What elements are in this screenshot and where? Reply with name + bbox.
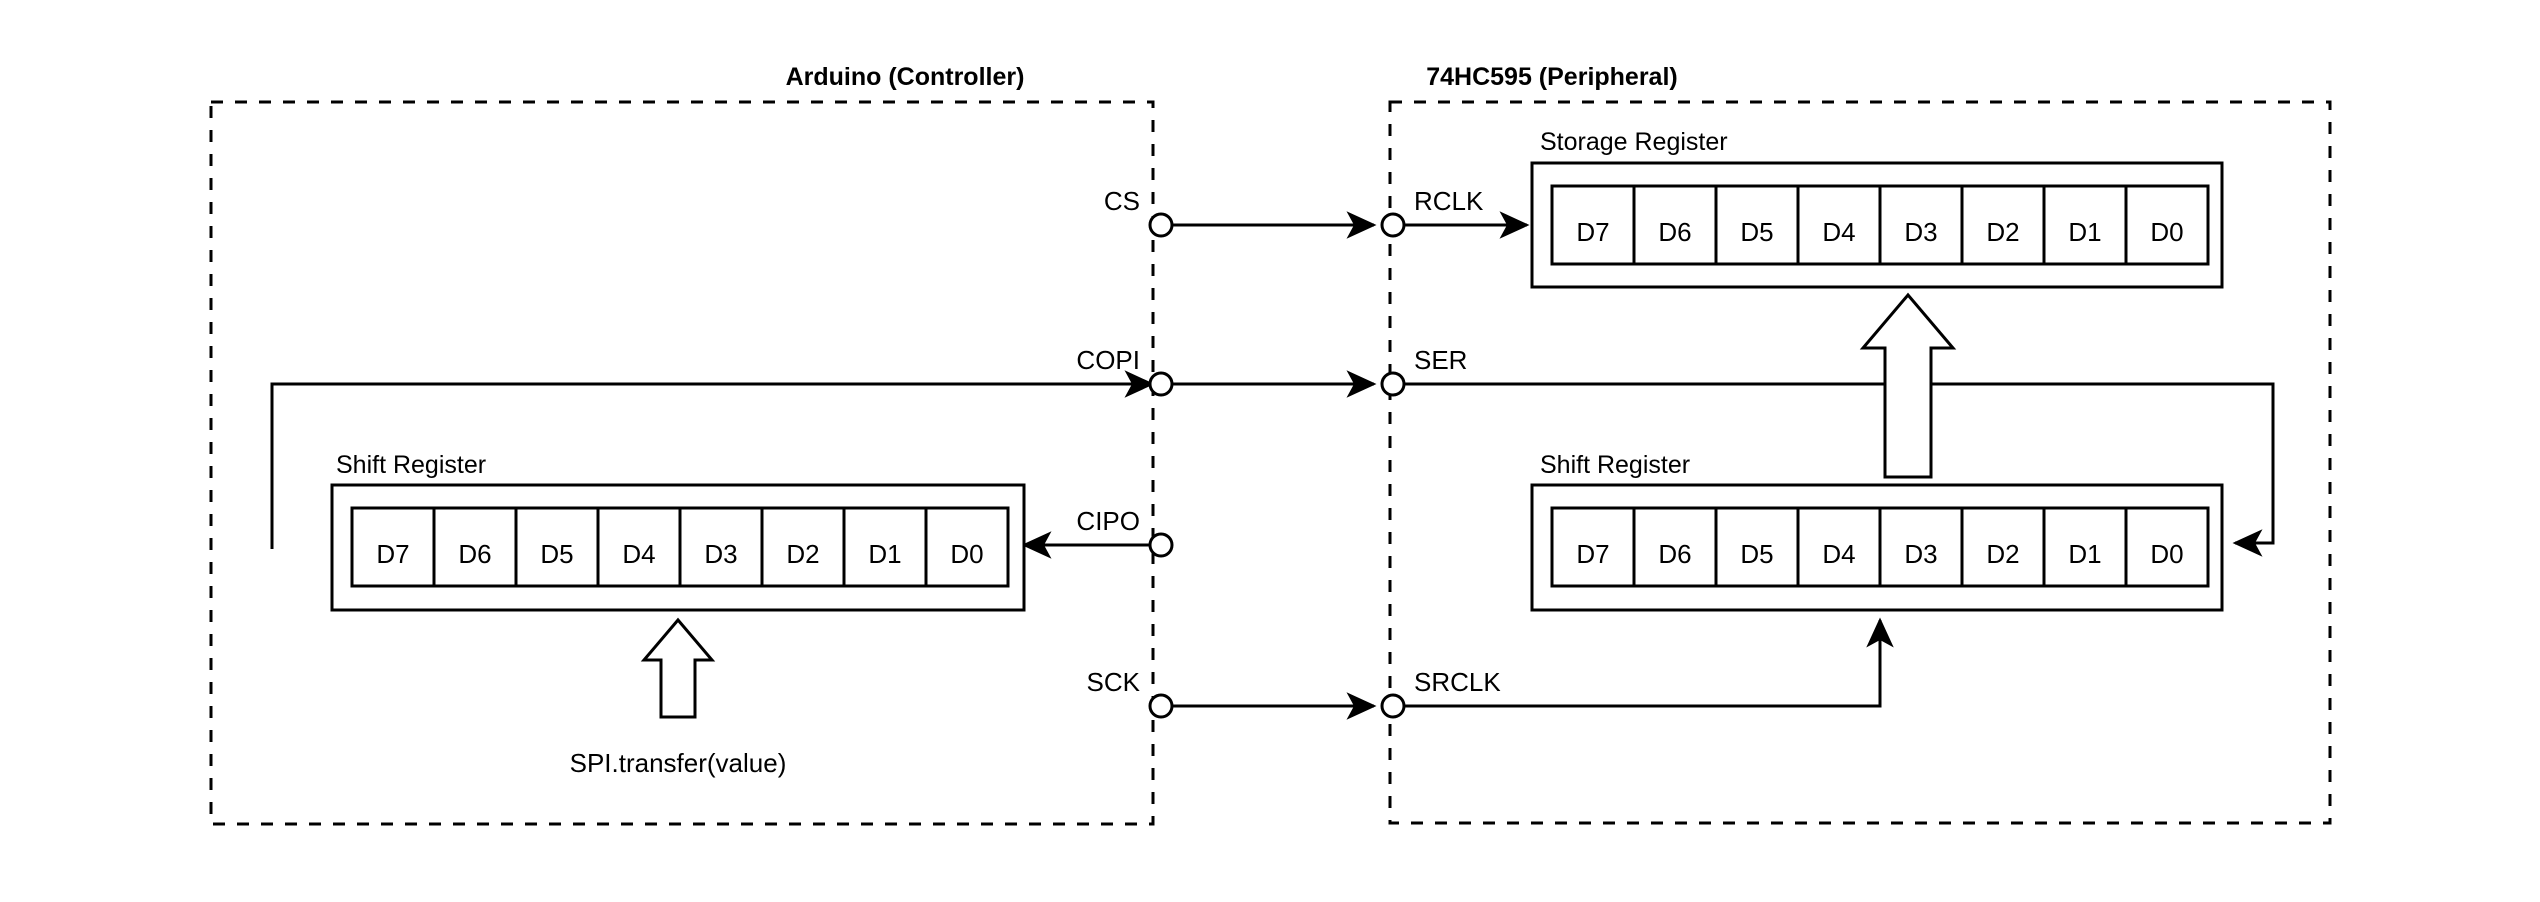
storage-cell-label-7: D0 [2150,217,2183,247]
controller-cell-1 [432,506,518,588]
port-srclk[interactable]: SRCLK [1380,667,1501,719]
peripheral-shift-register: Shift Register D7 D6 D5 D4 D3 D2 D1 D0 [1530,451,2224,612]
controller-cell-3 [596,506,682,588]
peripheral-cell-label-5: D2 [1986,539,2019,569]
port-cipo[interactable]: CIPO [1076,506,1174,558]
controller-shift-register-cells: D7 D6 D5 D4 D3 D2 D1 D0 [350,506,1010,588]
storage-cell-label-1: D6 [1658,217,1691,247]
latch-block-arrow [1859,292,1957,479]
controller-cell-label-1: D6 [458,539,491,569]
peripheral-cell-label-6: D1 [2068,539,2101,569]
peripheral-cell-label-0: D7 [1576,539,1609,569]
controller-group: Arduino (Controller) [209,63,1155,826]
storage-cell-label-3: D4 [1822,217,1855,247]
port-rclk-dot[interactable] [1380,212,1406,238]
peripheral-storage-register-cells: D7 D6 D5 D4 D3 D2 D1 D0 [1550,184,2210,266]
spi-transfer-note: SPI.transfer(value) [570,748,787,778]
port-sck-label: SCK [1087,667,1141,697]
storage-cell-label-2: D5 [1740,217,1773,247]
port-cipo-dot[interactable] [1148,532,1174,558]
port-sck[interactable]: SCK [1087,667,1174,719]
controller-boundary [209,100,1155,826]
wire-ser-to-peripheral-sr [1404,382,2275,557]
port-cs[interactable]: CS [1104,186,1174,238]
controller-cell-label-3: D4 [622,539,655,569]
peripheral-cell-1 [1632,506,1718,588]
controller-cell-label-2: D5 [540,539,573,569]
peripheral-cell-label-1: D6 [1658,539,1691,569]
peripheral-cell-6 [2042,506,2128,588]
storage-cell-label-4: D3 [1904,217,1937,247]
peripheral-cell-label-7: D0 [2150,539,2183,569]
port-srclk-label: SRCLK [1414,667,1501,697]
storage-cell-4 [1878,184,1964,266]
storage-cell-3 [1796,184,1882,266]
controller-title: Arduino (Controller) [786,63,1025,91]
peripheral-shift-register-cells: D7 D6 D5 D4 D3 D2 D1 D0 [1550,506,2210,588]
port-copi[interactable]: COPI [1076,345,1174,397]
port-rclk[interactable]: RCLK [1380,186,1484,238]
peripheral-cell-2 [1714,506,1800,588]
peripheral-cell-label-4: D3 [1904,539,1937,569]
port-srclk-dot[interactable] [1380,693,1406,719]
port-sck-dot[interactable] [1148,693,1174,719]
port-copi-label: COPI [1076,345,1140,375]
port-cs-label: CS [1104,186,1140,216]
controller-cell-5 [760,506,846,588]
peripheral-storage-register-caption: Storage Register [1540,128,1728,156]
storage-cell-label-0: D7 [1576,217,1609,247]
controller-cell-7 [924,506,1010,588]
peripheral-cell-0 [1550,506,1636,588]
latch-block-arrow-icon [1859,292,1957,479]
peripheral-shift-register-caption: Shift Register [1540,451,1690,479]
peripheral-group: 74HC595 (Peripheral) [1388,63,2332,825]
storage-cell-5 [1960,184,2046,266]
port-ser-label: SER [1414,345,1467,375]
wire-srclk-to-peripheral-sr [1404,617,1894,708]
controller-cell-label-4: D3 [704,539,737,569]
controller-cell-label-0: D7 [376,539,409,569]
port-cipo-label: CIPO [1076,506,1140,536]
controller-shift-register-caption: Shift Register [336,451,486,479]
port-copi-dot[interactable] [1148,371,1174,397]
storage-cell-label-6: D1 [2068,217,2101,247]
spi-transfer-annotation: SPI.transfer(value) [570,617,787,778]
port-ser-dot[interactable] [1380,371,1406,397]
peripheral-boundary [1388,100,2332,825]
spi-transfer-block-arrow-icon [640,617,716,719]
controller-cell-label-7: D0 [950,539,983,569]
storage-cell-2 [1714,184,1800,266]
controller-cell-label-6: D1 [868,539,901,569]
peripheral-cell-label-3: D4 [1822,539,1855,569]
storage-cell-0 [1550,184,1636,266]
peripheral-title: 74HC595 (Peripheral) [1426,63,1678,91]
peripheral-cell-7 [2124,506,2210,588]
storage-cell-label-5: D2 [1986,217,2019,247]
controller-cell-0 [350,506,436,588]
controller-cell-6 [842,506,928,588]
port-rclk-label: RCLK [1414,186,1484,216]
storage-cell-7 [2124,184,2210,266]
peripheral-cell-label-2: D5 [1740,539,1773,569]
port-cs-dot[interactable] [1148,212,1174,238]
peripheral-cell-3 [1796,506,1882,588]
port-ser[interactable]: SER [1380,345,1467,397]
controller-shift-register: Shift Register D7 D6 D5 D4 D3 D2 D1 D0 [330,451,1026,612]
peripheral-storage-register: Storage Register D7 D6 D5 D4 D3 D2 D1 D0 [1530,128,2224,289]
controller-cell-label-5: D2 [786,539,819,569]
wire-controller-sr-to-copi [270,370,1155,549]
storage-cell-1 [1632,184,1718,266]
